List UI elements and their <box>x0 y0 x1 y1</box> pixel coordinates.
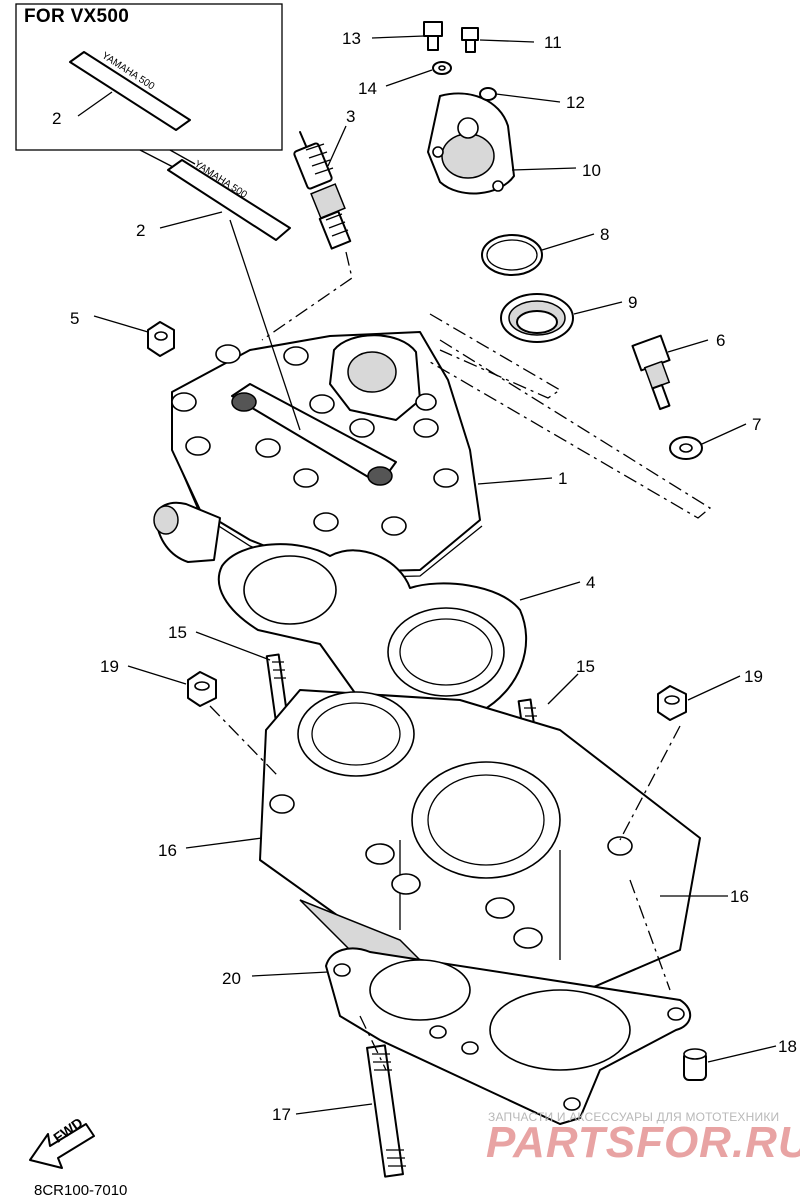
nut-5 <box>147 321 175 357</box>
callout-5: 5 <box>70 309 79 328</box>
thermostat-cover <box>427 92 515 195</box>
bolt-11 <box>461 27 479 53</box>
dowel-18 <box>683 1048 707 1081</box>
head-bolt-bosses <box>171 344 459 536</box>
callout-2-main: 2 <box>136 221 145 240</box>
callout-16-right: 16 <box>730 887 749 906</box>
fwd-arrow-icon <box>29 1123 95 1169</box>
callout-16-left: 16 <box>158 841 177 860</box>
inset-box <box>15 3 283 169</box>
callout-1: 1 <box>558 469 567 488</box>
callout-15-right: 15 <box>576 657 595 676</box>
diagram-code: 8CR100-7010 <box>34 1182 128 1199</box>
callout-4: 4 <box>586 573 595 592</box>
head-gasket <box>217 543 528 721</box>
callout-6: 6 <box>716 331 725 350</box>
callout-8: 8 <box>600 225 609 244</box>
callout-18: 18 <box>778 1037 797 1056</box>
callout-12: 12 <box>566 93 585 112</box>
callout-7: 7 <box>752 415 761 434</box>
decal-inset: YAMAHA 500 <box>69 50 191 131</box>
washer-7 <box>669 436 703 460</box>
callout-9: 9 <box>628 293 637 312</box>
cylinder-head <box>153 331 483 579</box>
spark-plug <box>293 131 352 250</box>
bolt-13 <box>423 21 443 51</box>
callout-15-left: 15 <box>168 623 187 642</box>
temperature-sensor <box>631 334 671 411</box>
watermark-brand: PARTSFOR.RU <box>486 1118 800 1167</box>
thermostat <box>500 293 574 343</box>
callout-14: 14 <box>358 79 377 98</box>
callout-19-left: 19 <box>100 657 119 676</box>
leader-lines <box>77 35 777 1115</box>
callout-20: 20 <box>222 969 241 988</box>
alignment-lines <box>209 219 712 1071</box>
nut-19-left <box>187 671 217 707</box>
washer-14 <box>432 61 452 75</box>
callout-19-right: 19 <box>744 667 763 686</box>
stud-17 <box>366 1044 406 1178</box>
callout-2-inset: 2 <box>52 109 61 128</box>
callout-17: 17 <box>272 1105 291 1124</box>
base-gasket <box>325 947 691 1125</box>
cylinder-block <box>259 689 701 1011</box>
watermark-caption: ЗАПЧАСТИ И АКСЕССУАРЫ ДЛЯ МОТОТЕХНИКИ <box>488 1110 780 1124</box>
callout-3: 3 <box>346 107 355 126</box>
nut-19-right <box>657 685 687 721</box>
callout-10: 10 <box>582 161 601 180</box>
inset-title: FOR VX500 <box>24 6 130 27</box>
o-ring <box>481 234 543 276</box>
washer-12 <box>479 87 497 101</box>
callout-13: 13 <box>342 29 361 48</box>
callout-numbers: 13 11 14 12 10 3 2 2 8 9 5 6 7 1 4 15 15… <box>52 29 797 1124</box>
decal-main: YAMAHA 500 <box>167 159 291 241</box>
callout-11: 11 <box>544 33 562 52</box>
